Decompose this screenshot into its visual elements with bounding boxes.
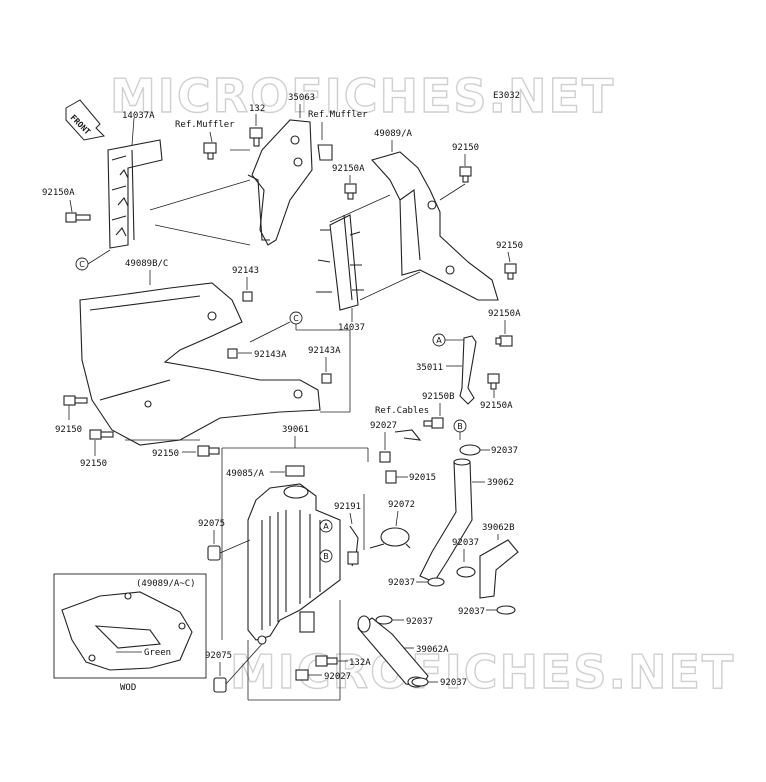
label-92143: 92143 [232, 266, 259, 276]
part-49089A-shroud [371, 151, 499, 301]
bolt-92150-left-3 [197, 445, 220, 457]
callout-b-radiator [319, 549, 333, 563]
bolt-92150-left-1 [63, 395, 88, 406]
label-35063: 35063 [288, 93, 315, 103]
grommet-92143A-2 [321, 373, 332, 384]
callout-a-radiator [319, 519, 333, 533]
inset-note: WOD [120, 683, 136, 693]
label-92037-d: 92037 [458, 607, 485, 617]
label-ref-muffler-right: Ref.Muffler [308, 110, 368, 120]
label-92191: 92191 [334, 502, 361, 512]
label-92075-bottom: 92075 [205, 651, 232, 661]
clamp-92037-top [459, 444, 481, 456]
label-92150A-mid: 92150A [332, 164, 365, 174]
label-ref-cables: Ref.Cables [375, 406, 429, 416]
bolt-92150-left-2 [89, 429, 114, 440]
label-92150-left-1: 92150 [55, 425, 82, 435]
label-92143A-1: 92143A [254, 350, 287, 360]
label-49085A: 49085/A [226, 469, 265, 479]
bolt-ref-muffler-left [203, 142, 217, 160]
part-39061-radiator [247, 483, 341, 645]
part-49089BC-shroud [79, 282, 321, 446]
label-49089A: 49089/A [374, 129, 413, 139]
label-92037-b: 92037 [452, 538, 479, 548]
front-arrow-icon: FRONT [65, 99, 106, 141]
label-35011: 35011 [416, 363, 443, 373]
grommet-92143A-1 [227, 348, 238, 359]
damper-92075-bottom [213, 677, 227, 693]
bolt-92150A-right-1 [495, 335, 513, 347]
label-39062B: 39062B [482, 523, 515, 533]
band-92072 [380, 527, 410, 547]
cap-92027-top [379, 451, 391, 463]
label-92150-right-mid: 92150 [496, 241, 523, 251]
label-92027-top: 92027 [370, 421, 397, 431]
label-92143A-2: 92143A [308, 346, 341, 356]
label-92072: 92072 [388, 500, 415, 510]
inset-box: (49089/A~C) Green [53, 573, 207, 679]
label-92037-f: 92037 [440, 678, 467, 688]
label-92027-bottom: 92027 [324, 672, 351, 682]
svg-text:A: A [436, 336, 442, 345]
clamp-92037-d [496, 605, 516, 615]
label-92037-e: 92037 [406, 617, 433, 627]
label-ref-muffler-left: Ref.Muffler [175, 120, 235, 130]
label-92037-c: 92037 [388, 578, 415, 588]
svg-text:C: C [293, 314, 299, 323]
label-92150A-right-1: 92150A [488, 309, 521, 319]
part-14037A [107, 139, 163, 249]
bolt-92150A-mid [344, 183, 357, 200]
label-92150A-right-2: 92150A [480, 401, 513, 411]
label-92015: 92015 [409, 473, 436, 483]
part-ref-muffler-clip [317, 144, 333, 161]
label-92037-top: 92037 [491, 446, 518, 456]
part-14037 [316, 214, 364, 311]
svg-text:B: B [323, 552, 329, 561]
label-92150-left-2: 92150 [80, 459, 107, 469]
bolt-92150-right-mid [504, 263, 517, 280]
bolt-92150A-right-2 [487, 373, 500, 390]
label-39061: 39061 [282, 425, 309, 435]
label-39062: 39062 [487, 478, 514, 488]
clip-92015 [385, 470, 397, 484]
clamp-92037-e [375, 615, 393, 625]
inset-title: (49089/A~C) [136, 579, 196, 589]
damper-92075-top [207, 545, 221, 561]
bolt-92027-bottom [295, 669, 309, 681]
bolt-132A [315, 655, 338, 667]
label-39062A: 39062A [416, 645, 449, 655]
label-92150-left-3: 92150 [152, 449, 179, 459]
svg-text:B: B [457, 422, 463, 431]
label-14037: 14037 [338, 323, 365, 333]
part-35011-stay [459, 335, 477, 405]
grommet-92143 [242, 291, 253, 302]
watermark-top: MICROFICHES.NET [110, 69, 615, 123]
watermark-bottom: MICROFICHES.NET [230, 645, 735, 699]
bolt-92150A-left [65, 212, 91, 223]
svg-text:A: A [323, 522, 329, 531]
hose-39062B [479, 539, 519, 599]
part-ref-cables-clamp [394, 429, 422, 441]
label-92150-right-top: 92150 [452, 143, 479, 153]
clamp-92037-b [456, 566, 476, 578]
part-92191-tip [347, 551, 359, 565]
inset-color-label: Green [144, 648, 171, 658]
label-14037A: 14037A [122, 111, 155, 121]
bolt-92150B [423, 417, 444, 429]
bolt-132 [249, 127, 263, 147]
bolt-92150-right-top [459, 166, 472, 183]
part-35063-bracket [247, 119, 313, 246]
clamp-92037-c [427, 577, 445, 587]
label-92150A-left: 92150A [42, 188, 75, 198]
svg-text:C: C [79, 260, 85, 269]
label-92075-top: 92075 [198, 519, 225, 529]
label-132: 132 [249, 104, 265, 114]
clamp-92037-f [411, 677, 429, 687]
part-49085A [285, 465, 305, 477]
diagram-code: E3032 [493, 91, 520, 101]
label-132A: 132A [349, 658, 371, 668]
label-49089BC: 49089B/C [125, 259, 168, 269]
label-92150B: 92150B [422, 392, 455, 402]
